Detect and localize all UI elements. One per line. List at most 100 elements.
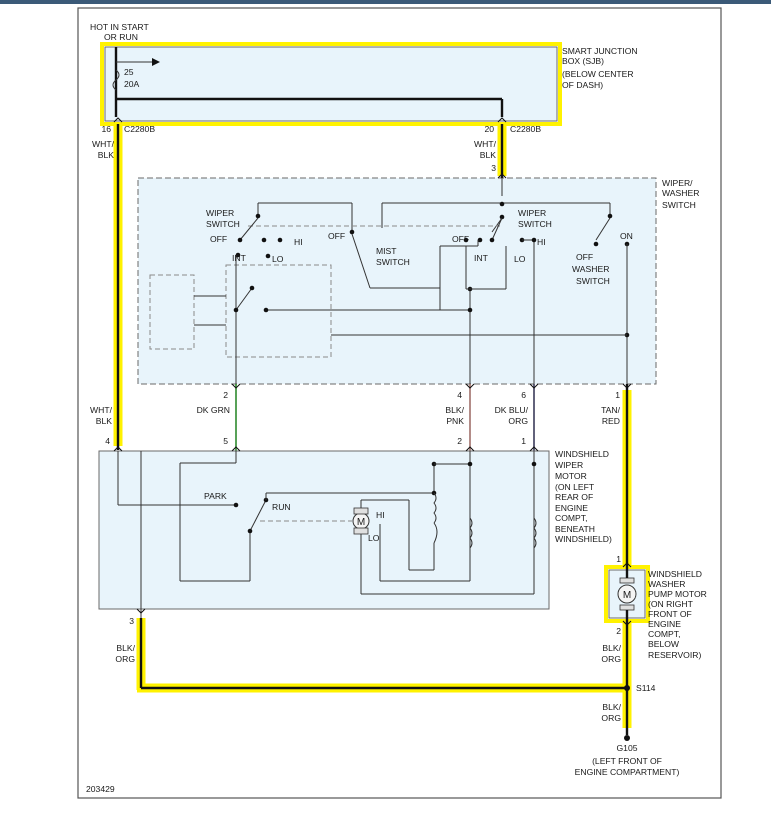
park-label: PARK bbox=[204, 491, 227, 501]
pump-label-7: COMPT, bbox=[648, 629, 680, 639]
wire-dk-blu-org-label-1: DK BLU/ bbox=[495, 405, 529, 415]
motor-winding-2 bbox=[469, 517, 473, 549]
washer-on-label: ON bbox=[620, 231, 633, 241]
ground-label-2: ENGINE COMPARTMENT) bbox=[575, 767, 680, 777]
wire-dk-blu-org-label-2: ORG bbox=[508, 416, 528, 426]
wiper-hi-label: HI bbox=[294, 237, 303, 247]
wire-blk-org-right-2: ORG bbox=[601, 654, 621, 664]
fuse-rating: 20A bbox=[124, 79, 140, 89]
motor-lo-label: LO bbox=[368, 533, 380, 543]
motor-label-9: WINDSHIELD) bbox=[555, 534, 612, 544]
wire-wht-blk-mid-1: WHT/ bbox=[90, 405, 113, 415]
connector-markers bbox=[113, 117, 632, 626]
sjb-connector-right: C2280B bbox=[510, 124, 541, 134]
motor-label-1: WINDSHIELD bbox=[555, 449, 609, 459]
windshield-wiper-motor bbox=[98, 450, 550, 610]
switch-pin-4: 4 bbox=[457, 390, 462, 400]
pump-motor-icon bbox=[617, 584, 637, 604]
washer-off-label: OFF bbox=[576, 252, 593, 262]
wire-blk-org-left-1: BLK/ bbox=[116, 643, 135, 653]
wire-tan-red-label-2: RED bbox=[602, 416, 620, 426]
wiper-motor-symbol: M bbox=[357, 517, 365, 528]
washer-switch-label-1: WASHER bbox=[572, 264, 609, 274]
switch-pin-1: 1 bbox=[615, 390, 620, 400]
arrow-icon bbox=[152, 58, 160, 66]
pump-label-8: BELOW bbox=[648, 639, 680, 649]
wire-blk-org-ground-2: ORG bbox=[601, 713, 621, 723]
wire-blk-org-right-1: BLK/ bbox=[602, 643, 621, 653]
switch-pin-6: 6 bbox=[521, 390, 526, 400]
wiper2-int-label: INT bbox=[474, 253, 489, 263]
pump-label-6: ENGINE bbox=[648, 619, 681, 629]
ground-id: G105 bbox=[616, 743, 637, 753]
sjb-pin-20: 20 bbox=[484, 124, 494, 134]
motor-pin-5: 5 bbox=[223, 436, 228, 446]
mist-switch-label-1: MIST bbox=[376, 246, 397, 256]
motor-label-2: WIPER bbox=[555, 460, 583, 470]
motor-pin-1: 1 bbox=[521, 436, 526, 446]
wire-wht-blk-mid-2: BLK bbox=[96, 416, 113, 426]
smart-junction-box bbox=[104, 46, 558, 122]
pump-label-3: PUMP MOTOR bbox=[648, 589, 707, 599]
pump-motor-symbol: M bbox=[623, 590, 631, 601]
wire-wht-blk-top-2: BLK bbox=[98, 150, 115, 160]
switch-title-3: SWITCH bbox=[662, 200, 696, 210]
ground-label-1: (LEFT FRONT OF bbox=[592, 756, 662, 766]
switch-title-2: WASHER bbox=[662, 188, 699, 198]
wiper-off-label: OFF bbox=[210, 234, 227, 244]
hot-label-2: OR RUN bbox=[104, 32, 138, 42]
pump-label-5: FRONT OF bbox=[648, 609, 692, 619]
wire-blk-org-ground-1: BLK/ bbox=[602, 702, 621, 712]
wiper2-off-label: OFF bbox=[452, 234, 469, 244]
pump-label-1: WINDSHIELD bbox=[648, 569, 702, 579]
wire-tan-red-label-1: TAN/ bbox=[601, 405, 621, 415]
wire-blk-pnk-label-2: PNK bbox=[446, 416, 464, 426]
pump-label-2: WASHER bbox=[648, 579, 685, 589]
switch-pin-2: 2 bbox=[223, 390, 228, 400]
wire-wht-blk-top-1: WHT/ bbox=[92, 139, 115, 149]
wiper-int-label: INT bbox=[232, 253, 247, 263]
ground-icon bbox=[624, 735, 630, 741]
motor-pin-4: 4 bbox=[105, 436, 110, 446]
fuse-icon bbox=[112, 69, 120, 91]
motor-hi-label: HI bbox=[376, 510, 385, 520]
motor-pin-2: 2 bbox=[457, 436, 462, 446]
motor-winding-3 bbox=[533, 517, 537, 549]
wire-blk-pnk-label-1: BLK/ bbox=[445, 405, 464, 415]
wiper-washer-switch bbox=[137, 177, 657, 385]
motor-label-3: MOTOR bbox=[555, 471, 587, 481]
mist-off-label: OFF bbox=[328, 231, 345, 241]
motor-label-5: REAR OF bbox=[555, 492, 593, 502]
motor-label-7: COMPT, bbox=[555, 513, 587, 523]
fuse-number: 25 bbox=[124, 67, 134, 77]
wiper-switch-label-2: SWITCH bbox=[206, 219, 240, 229]
motor-label-8: BENEATH bbox=[555, 524, 595, 534]
pump-pin-1: 1 bbox=[616, 554, 621, 564]
switch-internal-2 bbox=[225, 264, 332, 358]
wiper2-hi-label: HI bbox=[537, 237, 546, 247]
mist-switch-label-2: SWITCH bbox=[376, 257, 410, 267]
switch-pin-3: 3 bbox=[491, 163, 496, 173]
sjb-connector-left: C2280B bbox=[124, 124, 155, 134]
run-label: RUN bbox=[272, 502, 291, 512]
sjb-label-4: OF DASH) bbox=[562, 80, 603, 90]
wire-dk-grn-label: DK GRN bbox=[197, 405, 230, 415]
motor-winding-1 bbox=[433, 492, 437, 524]
diagram-id: 203429 bbox=[86, 784, 115, 794]
motor-pin-3: 3 bbox=[129, 616, 134, 626]
wiper2-switch-label-2: SWITCH bbox=[518, 219, 552, 229]
switch-title-1: WIPER/ bbox=[662, 178, 693, 188]
wire-wht-blk-right-2: BLK bbox=[480, 150, 497, 160]
pump-label-9: RESERVOIR) bbox=[648, 650, 701, 660]
wiper-switch-label-1: WIPER bbox=[206, 208, 234, 218]
motor-label-6: ENGINE bbox=[555, 503, 588, 513]
hot-label: HOT IN START bbox=[90, 22, 149, 32]
wire-wht-blk-right-1: WHT/ bbox=[474, 139, 497, 149]
sjb-highlight bbox=[100, 42, 562, 126]
sjb-pin-16: 16 bbox=[101, 124, 111, 134]
motor-label-4: (ON LEFT bbox=[555, 482, 595, 492]
sjb-label-3: (BELOW CENTER bbox=[562, 69, 634, 79]
wiper2-lo-label: LO bbox=[514, 254, 526, 264]
splice-label: S114 bbox=[636, 683, 656, 693]
